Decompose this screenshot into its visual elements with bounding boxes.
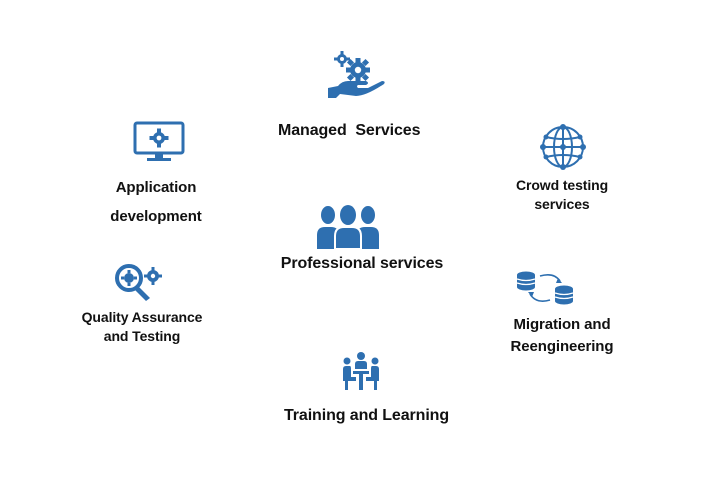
training-learning-label: Training and Learning xyxy=(284,407,450,424)
monitor-gear-icon xyxy=(133,121,185,161)
qa-testing-label: Quality Assurance and Testing xyxy=(81,309,203,344)
globe-network-icon xyxy=(540,124,586,170)
team-people-icon xyxy=(317,205,379,250)
meeting-training-icon xyxy=(343,352,379,390)
managed-services-label: Managed Services xyxy=(278,122,421,139)
application-development-label: Application development xyxy=(110,179,202,225)
migration-label: Migration and Reengineering xyxy=(510,316,614,355)
crowd-testing-label: Crowd testing services xyxy=(515,177,609,212)
gears-hand-icon xyxy=(328,51,385,98)
database-transfer-icon xyxy=(516,271,574,305)
professional-services-label: Professional services xyxy=(280,255,444,272)
magnifier-gears-icon xyxy=(115,264,162,301)
